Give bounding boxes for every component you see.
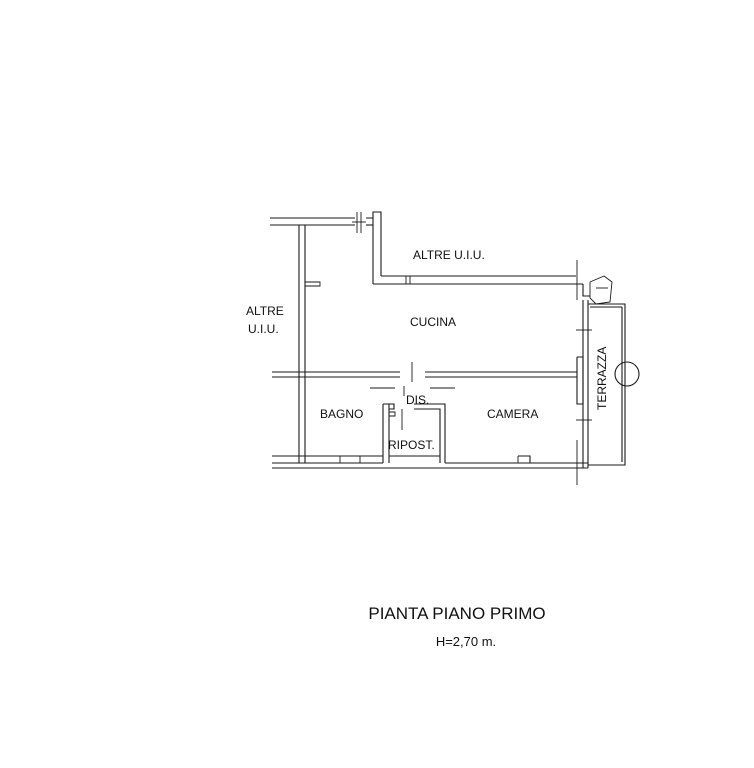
label-altre-uiu-top: ALTRE U.I.U. [413, 248, 485, 262]
label-bagno: BAGNO [320, 407, 363, 421]
wall-middle [272, 362, 577, 396]
wall-left [298, 225, 321, 463]
wall-right [576, 300, 592, 485]
plan-title: PIANTA PIANO PRIMO [368, 604, 546, 623]
wall-top-left [270, 211, 382, 233]
wall-bottom [272, 455, 588, 469]
plan-height-note: H=2,70 m. [435, 634, 497, 649]
terrace-outline [588, 303, 640, 466]
wall-partitions [382, 403, 446, 463]
label-terrazza: TERRAZZA [595, 347, 609, 410]
wall-upper [372, 218, 613, 305]
label-altre-uiu-left-line1: ALTRE [246, 304, 284, 318]
label-dis: DIS. [406, 393, 429, 407]
label-camera: CAMERA [487, 407, 538, 421]
label-ripost: RIPOST. [388, 438, 435, 452]
label-altre-uiu-left-line2: U.I.U. [248, 322, 279, 336]
label-cucina: CUCINA [410, 315, 456, 329]
